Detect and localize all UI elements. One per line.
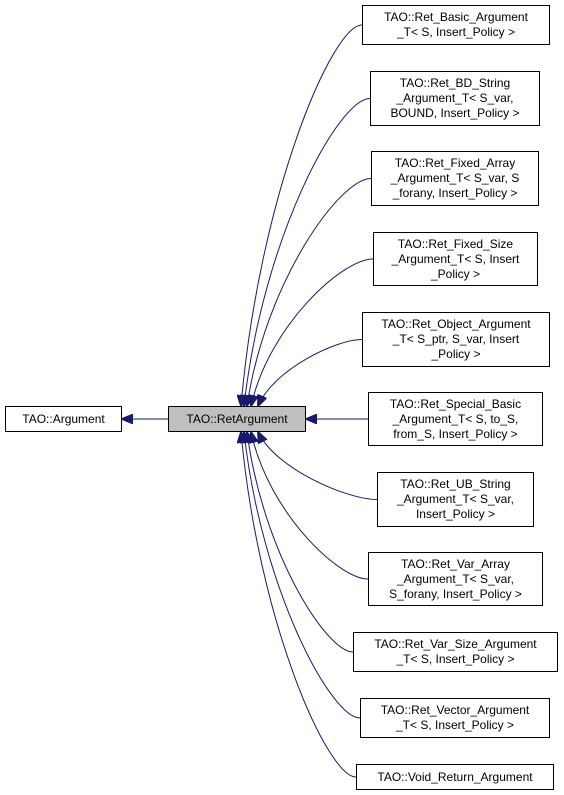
inheritance-edge [258,339,363,407]
derived-class-node[interactable]: TAO::Ret_Var_Array_Argument_T< S_var,S_f… [368,552,543,606]
focus-class-node: TAO::RetArgument [168,406,306,432]
derived-class-label-line: TAO::Ret_Var_Size_Argument [374,637,537,651]
derived-class-label-line: from_S, Insert_Policy > [393,426,518,441]
inheritance-edge [247,178,372,407]
derived-class-label-line: TAO::Ret_Fixed_Array [394,156,516,170]
inheritance-edge [241,432,357,778]
derived-class-node[interactable]: TAO::Void_Return_Argument [356,764,554,790]
derived-class-label-line: TAO::Ret_Object_Argument [381,317,531,331]
derived-class-label-line: _Argument_T< S_var, S [390,171,520,185]
derived-class-label-line: _forany, Insert_Policy > [392,186,518,200]
derived-class-label-line: _Argument_T< S_var, [396,492,515,506]
derived-class-node[interactable]: TAO::Ret_Fixed_Array_Argument_T< S_var, … [371,151,539,206]
derived-class-label-line: _Policy > [430,266,481,281]
derived-class-label-line: _Argument_T< S, Insert [391,251,520,266]
inheritance-edge [247,432,354,653]
derived-class-label-line: TAO::Ret_Basic_Argument [384,10,528,24]
base-class-label: TAO::Argument [22,411,105,426]
derived-class-node[interactable]: TAO::Ret_Object_Argument_T< S_ptr, S_var… [362,312,550,367]
inheritance-edge [251,258,374,406]
derived-class-node[interactable]: TAO::Ret_Basic_Argument_T< S, Insert_Pol… [362,5,550,45]
inheritance-edge [244,98,371,407]
derived-class-label-line: TAO::Ret_UB_String [400,477,511,491]
derived-class-label-line: _T< S, Insert_Policy > [396,25,516,39]
derived-class-label-line: _T< S, Insert_Policy > [396,652,515,666]
derived-class-node[interactable]: TAO::Ret_Var_Size_Argument_T< S, Insert_… [353,632,558,672]
derived-class-label-line: Insert_Policy > [415,507,496,521]
derived-class-label-line: _Argument_T< S_var, [396,571,515,586]
derived-class-node[interactable]: TAO::Ret_Fixed_Size_Argument_T< S, Inser… [373,232,538,286]
derived-class-node[interactable]: TAO::Ret_UB_String_Argument_T< S_var,Ins… [377,472,534,527]
derived-class-node[interactable]: TAO::Ret_Special_Basic_Argument_T< S, to… [368,392,543,446]
focus-class-label: TAO::RetArgument [186,411,288,426]
derived-class-label-line: TAO::Ret_Vector_Argument [380,703,530,717]
derived-class-label-line: TAO::Ret_BD_String [399,76,511,90]
derived-class-label-line: TAO::Ret_Special_Basic [389,396,522,411]
derived-class-label-line: TAO::Ret_Var_Array [401,556,510,571]
derived-class-label-line: TAO::Void_Return_Argument [377,769,533,784]
derived-class-node[interactable]: TAO::Ret_BD_String_Argument_T< S_var,BOU… [370,71,540,126]
inheritance-edge [241,24,363,406]
derived-class-label-line: S_forany, Insert_Policy > [389,586,522,601]
derived-class-label-line: _T< S, Insert_Policy > [395,718,515,732]
derived-class-node[interactable]: TAO::Ret_Vector_Argument_T< S, Insert_Po… [360,698,550,738]
derived-class-label-line: _Argument_T< S_var, [396,91,514,105]
derived-class-label-line: _Policy > [431,347,481,361]
inheritance-edge [244,432,361,719]
inheritance-edge [251,432,369,580]
inheritance-edge [258,432,378,500]
derived-class-label-line: _T< S_ptr, S_var, Insert [392,332,520,346]
derived-class-label-line: TAO::Ret_Fixed_Size [397,236,514,251]
derived-class-label-line: BOUND, Insert_Policy > [390,106,520,120]
derived-class-label-line: _Argument_T< S, to_S, [392,411,519,426]
base-class-node[interactable]: TAO::Argument [5,406,122,432]
